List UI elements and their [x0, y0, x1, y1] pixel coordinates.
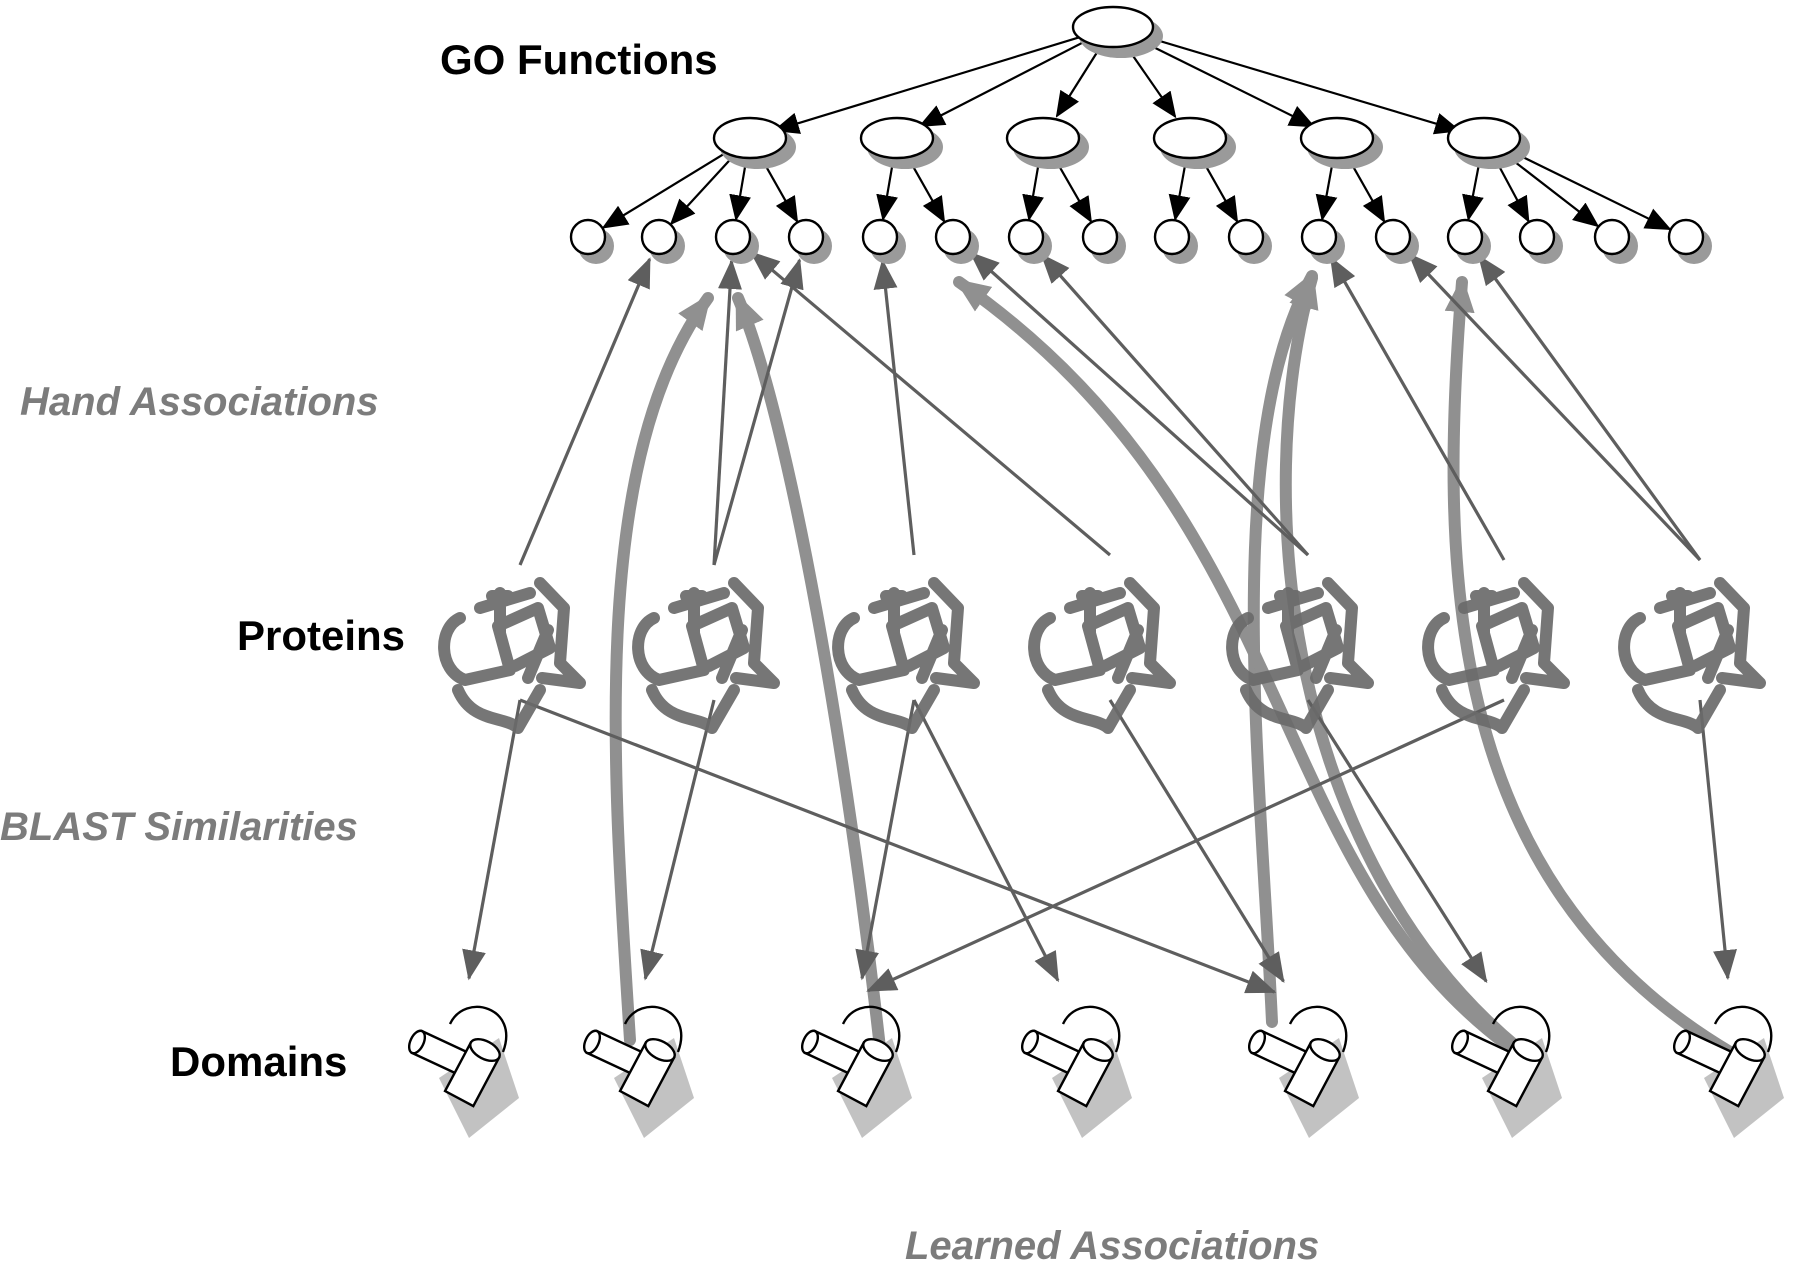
hand-association-edge [1040, 253, 1310, 557]
go-leaf-node [1081, 218, 1119, 256]
go-leaf-node [1227, 218, 1265, 256]
learned-associations-label: Learned Associations [905, 1224, 1320, 1268]
hand-association-edge [1329, 256, 1506, 561]
domains-label: Domains [170, 1038, 348, 1085]
go-leaf-node [1667, 218, 1705, 256]
blast-similarities-edges [462, 698, 1737, 994]
protein-ribbon-icon [1028, 577, 1176, 734]
protein-ribbon-icon [438, 577, 586, 734]
learned-association-edge [732, 292, 886, 1054]
hand-association-edge [712, 258, 804, 566]
go-leaf-node [1007, 218, 1045, 256]
go-functions-label: GO Functions [440, 36, 718, 83]
protein-ribbon-icon [1618, 577, 1766, 734]
protein-ribbon-icon [1422, 577, 1570, 734]
go-function-nodes [569, 5, 1705, 256]
blast-similarity-edge [519, 698, 1277, 994]
go-hierarchy-edge [772, 32, 1093, 134]
go-mid-node [1005, 116, 1081, 160]
blast-similarity-edge [912, 699, 1060, 983]
proteins-label: Proteins [237, 612, 406, 659]
go-leaf-node [1518, 218, 1556, 256]
go-hierarchy-edge [918, 36, 1094, 128]
domain-cylinder-icon [800, 1005, 912, 1138]
go-hierarchy-edge [1132, 35, 1316, 128]
blast-similarity-edge [1108, 699, 1285, 983]
go-mid-node [1299, 116, 1375, 160]
go-leaf-node [714, 218, 752, 256]
go-leaf-node [934, 218, 972, 256]
go-hierarchy-edge [1124, 44, 1177, 119]
blast-similarity-edge [1306, 699, 1488, 984]
learned-association-edge [1444, 276, 1736, 1058]
go-hierarchy-edge [876, 157, 898, 222]
blast-similarity-edge [1698, 699, 1737, 981]
go-mid-node [1446, 116, 1522, 160]
go-mid-node [712, 116, 788, 160]
go-hierarchy-edge [729, 157, 751, 222]
learned-association-edge [609, 292, 714, 1046]
blast-similarities-label: BLAST Similarities [0, 805, 358, 849]
go-leaf-node [1374, 218, 1412, 256]
hand-associations-label: Hand Associations [20, 380, 379, 424]
go-hierarchy-edge [1022, 157, 1044, 222]
learned-association-edge [1247, 270, 1318, 1028]
domain-cylinder-icon [1450, 1005, 1562, 1138]
learned-associations-edges [609, 270, 1736, 1058]
hand-association-edge [749, 251, 1112, 557]
hand-association-edge [1408, 252, 1702, 562]
blast-similarity-edge [866, 698, 1505, 993]
protein-ribbon-icon [1226, 577, 1374, 734]
go-leaf-node [1446, 218, 1484, 256]
protein-ribbon-icon [832, 577, 980, 734]
go-hierarchy-edge [601, 147, 734, 229]
go-leaf-node [861, 218, 899, 256]
domain-cylinder-icon [1247, 1005, 1359, 1138]
go-leaf-node [787, 218, 825, 256]
domain-icons [407, 1005, 1784, 1138]
go-leaf-node [640, 218, 678, 256]
domain-cylinder-icon [407, 1005, 519, 1138]
domain-cylinder-icon [1672, 1005, 1784, 1138]
hand-association-edge [873, 258, 916, 556]
go-leaf-node [569, 218, 607, 256]
hand-association-edge [712, 258, 742, 566]
go-mid-node [1152, 116, 1228, 160]
go-hierarchy-edge [1055, 45, 1103, 118]
learned-association-edge [953, 276, 1513, 1051]
go-leaf-node [1300, 218, 1338, 256]
go-hierarchy-edge [1501, 145, 1672, 231]
go-root-node [1071, 5, 1155, 49]
go-hierarchy-edge [1315, 157, 1338, 222]
protein-icons [438, 577, 1766, 734]
go-hierarchy-edge [1462, 157, 1484, 222]
go-leaf-node [1593, 218, 1631, 256]
domain-cylinder-icon [582, 1005, 694, 1138]
go-hierarchy-edge [1133, 32, 1462, 135]
hand-association-edge [969, 251, 1310, 557]
hand-associations-edges [518, 251, 1702, 566]
go-leaf-node [1153, 218, 1191, 256]
protein-ribbon-icon [632, 577, 780, 734]
go-mid-node [859, 116, 935, 160]
blast-similarity-edge [640, 699, 716, 981]
hand-association-edge [518, 257, 652, 566]
go-hierarchy-edge [1168, 157, 1191, 222]
domain-cylinder-icon [1020, 1005, 1132, 1138]
blast-similarity-edge [462, 699, 522, 981]
go-hierarchy-edge [669, 151, 738, 226]
learned-association-edge [1279, 272, 1524, 1054]
blast-similarity-edge [855, 699, 916, 981]
go-hierarchy-edges [601, 32, 1672, 231]
hand-association-edge [1477, 254, 1702, 561]
